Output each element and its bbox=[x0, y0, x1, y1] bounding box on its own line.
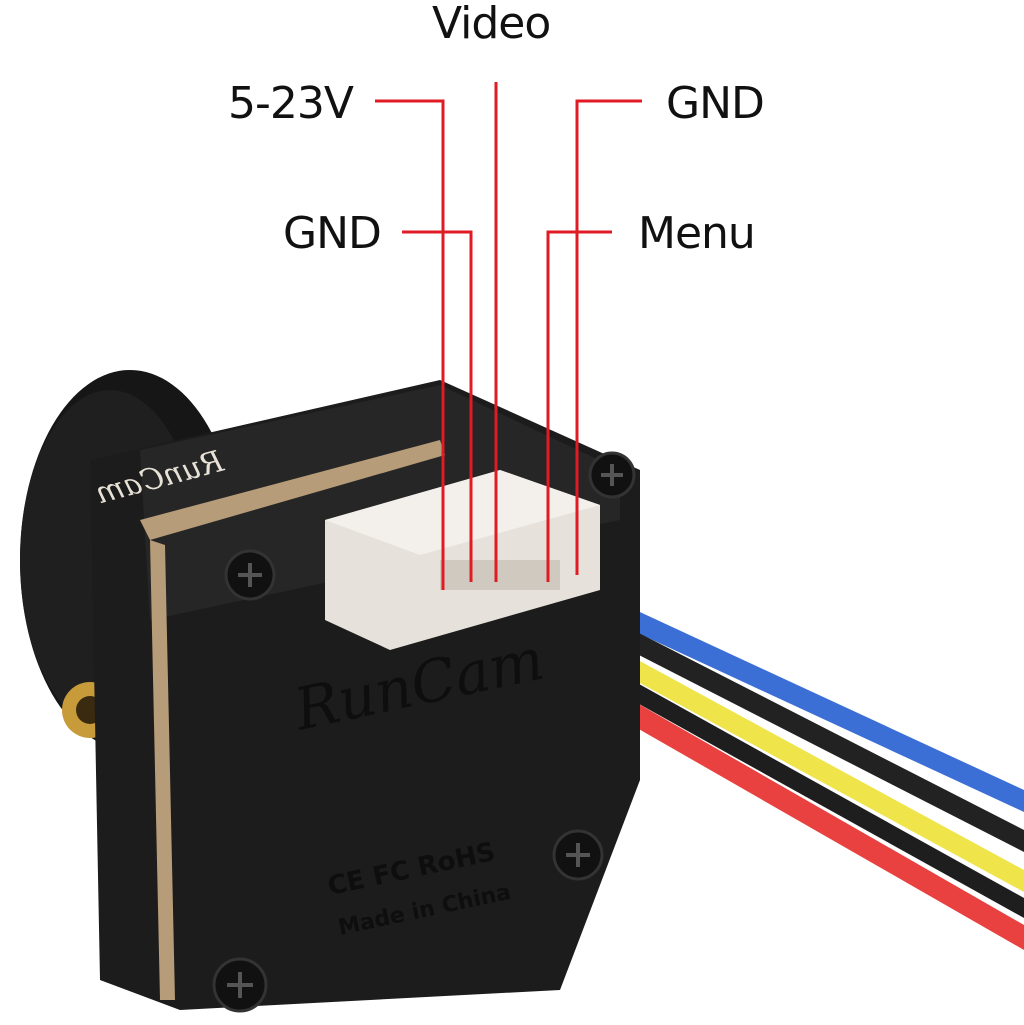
callout-gnd-right bbox=[575, 99, 642, 575]
screws bbox=[212, 451, 636, 1013]
callout-lines bbox=[375, 82, 642, 590]
label-5-23v: 5-23V bbox=[228, 78, 354, 129]
connector-housing bbox=[325, 470, 600, 650]
label-gnd-top: GND bbox=[666, 78, 765, 129]
callout-5-23v bbox=[375, 99, 445, 590]
label-menu: Menu bbox=[638, 208, 756, 259]
label-gnd-left: GND bbox=[283, 208, 382, 259]
label-video: Video bbox=[432, 0, 551, 49]
callout-menu bbox=[546, 230, 612, 582]
callout-gnd-left bbox=[402, 230, 473, 582]
